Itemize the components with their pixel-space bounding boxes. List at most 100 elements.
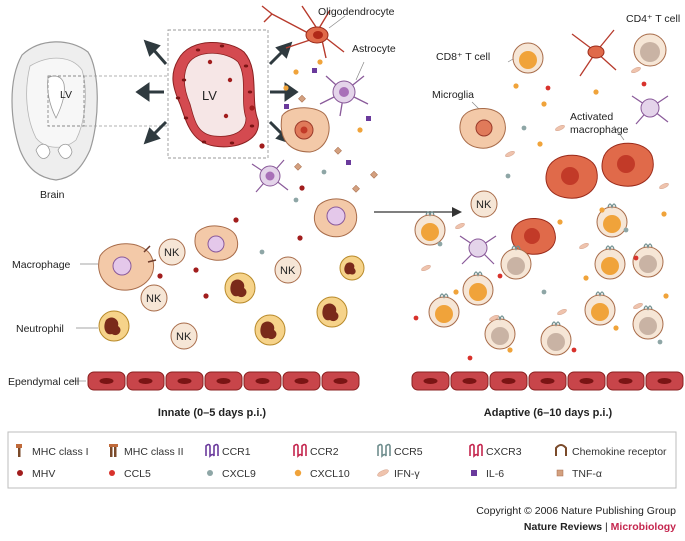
legend-item: CCR2 [293,443,339,458]
innate-macrophage-top [280,107,330,153]
oligodendrocyte-leader [328,15,346,29]
ependymal-cell [87,371,126,391]
astrocyte-leader [355,61,365,81]
activated-macrophage-leader [613,125,625,141]
innate-macrophage-mid [314,198,358,238]
t-cell [540,321,572,356]
legend-item: CCL5 [109,468,151,480]
t-cell [500,245,532,280]
t-cell [596,203,628,238]
t-cell [414,211,446,246]
adaptive-astrocyte [631,95,669,125]
legend-item: CXCL10 [294,468,350,480]
t-cell [428,293,460,328]
legend-symbol-icon [109,444,118,457]
ependymal-cell [567,371,606,391]
ependymal-cell [282,371,321,391]
legend-label: MHV [32,468,55,480]
legend-label: CXCL9 [222,468,256,480]
innate-neutrophil-5 [339,255,365,281]
innate-nk-1: NK [158,238,186,266]
legend-item: Chemokine receptor [555,444,667,458]
copyright-line: Copyright © 2006 Nature Publishing Group [476,505,676,517]
legend-label: TNF-α [572,468,602,480]
adaptive-oligodendrocyte [571,29,617,77]
legend-label: CXCL10 [310,468,350,480]
legend-label: IFN-γ [394,468,420,480]
legend-label: CCL5 [124,468,151,480]
legend-item: MHC class II [109,444,184,458]
lv-zoom-box: LV [167,29,269,159]
legend-label: MHC class I [32,446,89,458]
svg-text:NK: NK [476,199,492,211]
innate-phase-title: Innate (0–5 days p.i.) [158,407,267,419]
legend-item: TNF-α [556,468,602,480]
innate-nk-3: NK [140,284,168,312]
legend-label: CCR5 [394,446,423,458]
legend-symbol-icon [17,470,23,476]
ependymal-cell [411,371,450,391]
t-cell [584,291,616,326]
activated-macrophage-label-1: Activated [570,111,613,123]
adaptive-activated-macrophage-1 [545,154,598,199]
adaptive-cd4-tcell [633,33,667,67]
adaptive-tcell-group [414,203,664,356]
t-cell [632,305,664,340]
svg-text:NK: NK [176,331,192,343]
ependymal-label: Ependymal cell [8,376,79,388]
legend-symbol-icon [293,443,307,458]
journal-credit: Nature Reviews | Microbiology [524,521,676,533]
innate-microglia-top [251,159,289,193]
adaptive-activated-macrophage-2 [601,142,654,187]
neutrophil-label: Neutrophil [16,323,64,335]
journal-section: Microbiology [611,521,676,533]
zoom-lv-label: LV [202,88,217,103]
legend-label: MHC class II [124,446,184,458]
ependymal-cell [165,371,204,391]
svg-text:NK: NK [280,265,296,277]
legend-item: IFN-γ [377,468,420,480]
innate-macrophage-left [98,243,157,291]
adaptive-phase-title: Adaptive (6–10 days p.i.) [484,407,613,419]
innate-nk-4: NK [170,322,198,350]
dispersal-arrows [135,39,299,145]
legend-symbol-icon [377,443,391,458]
astrocyte-label: Astrocyte [352,43,396,55]
activated-macrophage-label-2: macrophage [570,124,629,136]
cd4-label: CD4⁺ T cell [626,13,680,25]
adaptive-macrophage [511,218,556,255]
microglia-label: Microglia [432,89,474,101]
journal-name: Nature Reviews [524,521,602,533]
ependymal-row-adaptive [411,371,684,391]
legend-label: CCR2 [310,446,339,458]
innate-nk-2: NK [274,256,302,284]
ependymal-row-innate [87,371,360,391]
innate-neutrophil-1 [224,272,256,304]
brain-illustration: LV Brain [11,41,98,201]
legend-symbol-icon [294,469,302,477]
brain-lv-label: LV [60,89,72,101]
legend-label: CXCR3 [486,446,522,458]
brain-label: Brain [40,189,65,201]
cd8-label: CD8⁺ T cell [436,51,490,63]
legend-symbol-icon [471,470,477,476]
innate-molecules-top [249,59,378,203]
adaptive-molecules [413,66,669,361]
adaptive-nk-cell: NK [470,190,498,218]
ependymal-cell [645,371,684,391]
legend-symbol-icon [109,470,115,476]
astrocyte-cell [319,75,369,117]
oligodendrocyte-cell [261,5,345,59]
t-cell [594,245,626,280]
legend-item: CXCL9 [207,468,256,480]
legend-item: CXCR3 [469,443,522,458]
innate-neutrophil-3 [254,314,286,346]
ependymal-cell [321,371,360,391]
legend-label: Chemokine receptor [572,446,667,458]
ependymal-cell [528,371,567,391]
legend-item: CCR5 [377,443,423,458]
ependymal-cell [243,371,282,391]
